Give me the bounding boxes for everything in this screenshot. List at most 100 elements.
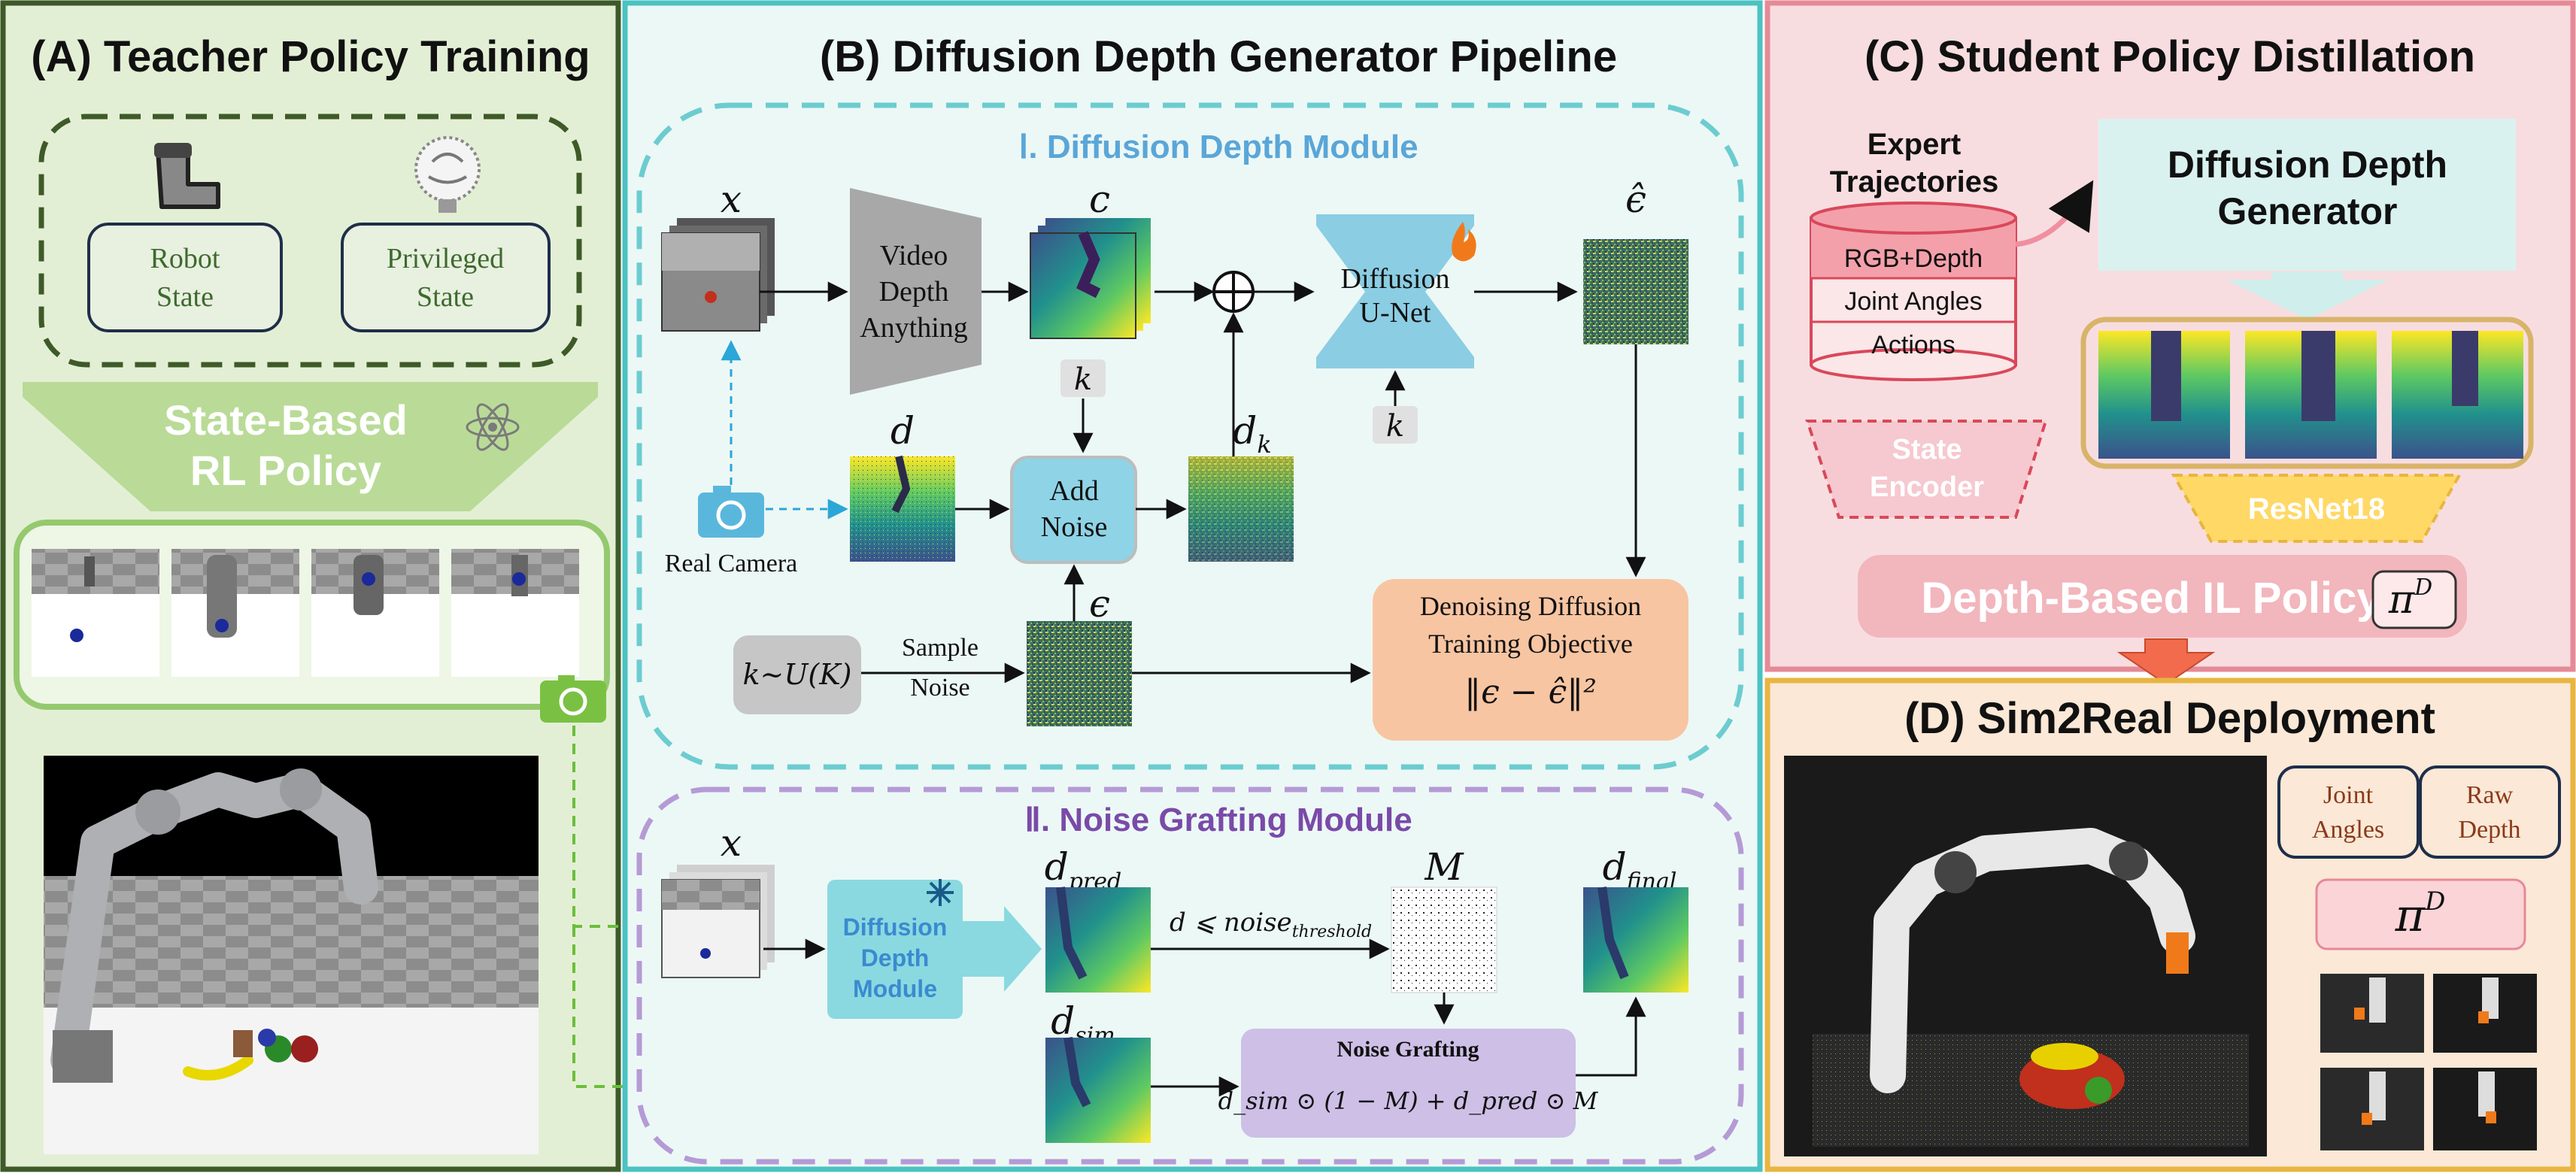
add-noise-label-1: Add bbox=[1049, 475, 1098, 507]
generator-down-arrow bbox=[2226, 272, 2388, 320]
d-label: d bbox=[891, 409, 915, 453]
rl-policy-label-1: State-Based bbox=[164, 396, 408, 444]
policy-to-deploy-arrow bbox=[2116, 638, 2216, 686]
c-label: c bbox=[1089, 177, 1110, 221]
generator-label-1: Diffusion Depth bbox=[2168, 144, 2447, 186]
state-encoder-label-2: Encoder bbox=[1870, 471, 1984, 503]
ddm-label-1: Diffusion bbox=[843, 914, 948, 941]
rl-policy-funnel bbox=[23, 382, 598, 511]
objective-formula: ‖ϵ − ϵ̂‖² bbox=[1464, 673, 1597, 711]
threshold-label: d ⩽ noisethreshold bbox=[1170, 908, 1372, 941]
sim-camera-icon bbox=[540, 675, 606, 723]
noise-grafting-module-box bbox=[636, 787, 1744, 1165]
predicted-noise-image bbox=[1583, 239, 1689, 344]
raw-depth-label-2: Depth bbox=[2458, 816, 2520, 844]
real-depth-image bbox=[850, 455, 955, 562]
panel-a: (A) Teacher Policy Training Robot State … bbox=[0, 0, 1037, 1172]
noisy-depth-image bbox=[1188, 456, 1294, 562]
pi-symbol-c: πD bbox=[2388, 574, 2432, 623]
ddm-label-2: Depth bbox=[861, 944, 930, 971]
stack-actions: Actions bbox=[1871, 331, 1956, 359]
expert-database bbox=[1810, 202, 2017, 381]
robot-state-box bbox=[87, 223, 283, 332]
diffusion-depth-module-box bbox=[636, 102, 1744, 770]
add-noise-label-2: Noise bbox=[1041, 511, 1108, 543]
privileged-state-label-2: State bbox=[417, 281, 474, 313]
panel-d: (D) Sim2Real Deployment Joint Angles Raw… bbox=[1764, 677, 2576, 1172]
privileged-state-box bbox=[341, 223, 551, 332]
generator-label-2: Generator bbox=[2218, 190, 2398, 232]
robot-state-label-1: Robot bbox=[150, 243, 220, 274]
mask-label: M bbox=[1424, 845, 1464, 889]
k-sample-box bbox=[733, 635, 861, 714]
sample-noise-label-2: Noise bbox=[910, 674, 969, 702]
grafting-formula: d_sim ⊙ (1 − M) + d_pred ⊙ M bbox=[1218, 1087, 1599, 1115]
snowflake-icon bbox=[927, 879, 954, 906]
noise-grafting-label: Noise Grafting bbox=[1337, 1037, 1479, 1062]
state-group-box bbox=[38, 114, 582, 368]
deploy-thumb-4 bbox=[2433, 1068, 2537, 1150]
k-label-1: k bbox=[1074, 362, 1092, 397]
mask-image bbox=[1391, 887, 1497, 993]
k-label-2: k bbox=[1386, 409, 1404, 444]
unet-label-1: Diffusion bbox=[1341, 263, 1450, 295]
state-encoder-label-1: State bbox=[1892, 434, 1962, 465]
generated-depth-1 bbox=[2098, 331, 2230, 459]
ddm-label-3: Module bbox=[853, 975, 937, 1002]
pi-badge-c bbox=[2371, 570, 2457, 629]
vda-label-2: Depth bbox=[879, 276, 949, 308]
add-noise-box bbox=[1010, 456, 1137, 564]
dk-label: dk bbox=[1233, 409, 1271, 459]
input-video-stack bbox=[661, 218, 775, 332]
sim-video-stack bbox=[661, 865, 775, 978]
sim-frame-1 bbox=[32, 549, 159, 677]
sampled-noise-image bbox=[1027, 621, 1132, 726]
objective-box bbox=[1373, 579, 1689, 741]
il-policy-label: Depth-Based IL Policy bbox=[1921, 574, 2380, 623]
pi-badge-d bbox=[2315, 878, 2526, 950]
sim-frame-4 bbox=[451, 549, 579, 677]
panel-a-title: (A) Teacher Policy Training bbox=[31, 32, 590, 81]
concat-operator bbox=[1212, 271, 1255, 313]
final-depth-image bbox=[1583, 887, 1689, 993]
video-depth-anything-block bbox=[850, 188, 982, 395]
sim-frame-2 bbox=[171, 549, 299, 677]
unet-label-2: U-Net bbox=[1360, 297, 1431, 329]
ddm-box bbox=[827, 880, 963, 1019]
vda-label-1: Video bbox=[880, 240, 948, 271]
joint-angles-label-1: Joint bbox=[2323, 781, 2374, 809]
ddm-output-arrow bbox=[963, 906, 1042, 992]
unet-block bbox=[1316, 214, 1474, 368]
fire-icon bbox=[1452, 222, 1476, 262]
raw-depth-box bbox=[2419, 765, 2561, 859]
k-sample-label: k~U(K) bbox=[743, 658, 852, 691]
depth-condition-stack bbox=[1030, 218, 1151, 339]
resnet-block bbox=[2171, 474, 2462, 543]
atom-icon bbox=[466, 403, 520, 451]
panel-b: (B) Diffusion Depth Generator Pipeline Ⅰ… bbox=[622, 0, 1763, 1172]
real-camera-icon bbox=[698, 486, 764, 538]
robot-arm-icon bbox=[154, 143, 220, 209]
joint-angles-box bbox=[2277, 765, 2420, 859]
k-box-2 bbox=[1373, 406, 1418, 444]
panel-d-title: (D) Sim2Real Deployment bbox=[1904, 694, 2435, 743]
predicted-depth-image bbox=[1045, 887, 1151, 993]
sim-frame-3 bbox=[311, 549, 439, 677]
objective-label-2: Training Objective bbox=[1428, 629, 1633, 659]
k-box-1 bbox=[1060, 359, 1106, 397]
expert-label-2: Trajectories bbox=[1830, 165, 1999, 199]
generated-depth-group bbox=[2080, 317, 2534, 469]
x-label-2: x bbox=[721, 821, 742, 865]
real-camera-label: Real Camera bbox=[665, 550, 798, 577]
sample-noise-label-1: Sample bbox=[902, 634, 979, 662]
eps-label: ϵ bbox=[1089, 582, 1110, 626]
expert-to-generator-arrow bbox=[2015, 180, 2094, 247]
generated-depth-3 bbox=[2392, 331, 2523, 459]
noise-grafting-box bbox=[1241, 1029, 1576, 1138]
module1-title: Ⅰ. Diffusion Depth Module bbox=[1018, 129, 1418, 165]
state-encoder-block bbox=[1805, 420, 2048, 519]
generated-depth-2 bbox=[2245, 331, 2377, 459]
deploy-thumb-2 bbox=[2433, 974, 2537, 1053]
sim-render-image bbox=[44, 756, 539, 1154]
